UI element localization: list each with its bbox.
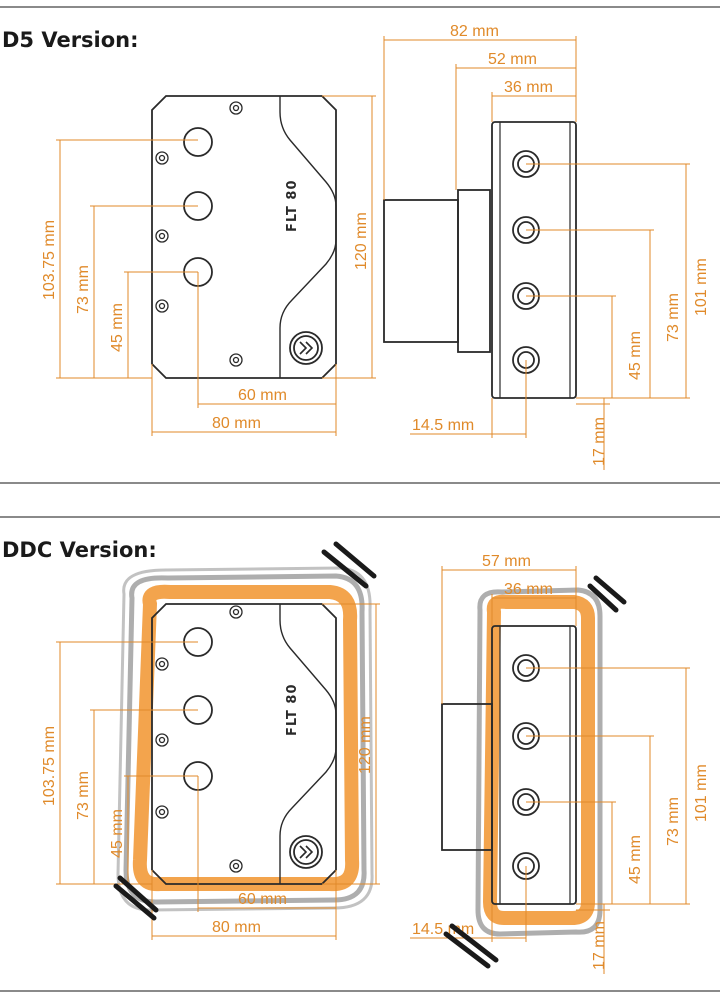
d5-dim-80: 80 mm — [212, 415, 261, 432]
ddc-dim-17: 17 mm — [591, 921, 608, 970]
middle-rule-lower — [0, 516, 720, 518]
port-icon — [183, 627, 213, 791]
d5-dim-120: 120 mm — [353, 212, 370, 270]
d5-side-view — [383, 121, 577, 399]
d5-dim-101: 101 mm — [693, 258, 710, 316]
ddc-dim-80: 80 mm — [212, 919, 261, 936]
ddc-dim-120: 120 mm — [357, 716, 374, 774]
ddc-dim-60: 60 mm — [238, 891, 287, 908]
ddc-dim-103-75: 103.75 mm — [41, 726, 58, 806]
ddc-model-label: FLT 80 — [285, 684, 300, 737]
d5-dim-36: 36 mm — [504, 79, 553, 96]
d5-front-dimension-lines — [56, 95, 376, 436]
d5-pump-flange — [457, 189, 491, 353]
ddc-dim-45: 45 mm — [109, 809, 126, 858]
d5-dim-45: 45 mm — [109, 303, 126, 352]
d5-dim-14-5: 14.5 mm — [412, 417, 474, 434]
ddc-side-highlight — [475, 587, 603, 937]
bottom-rule — [0, 990, 720, 992]
d5-front-view — [151, 95, 337, 379]
d5-front-inner-panel — [279, 96, 337, 378]
ddc-dim-57: 57 mm — [482, 553, 531, 570]
port-icon — [183, 127, 213, 287]
d5-dim-82: 82 mm — [450, 23, 499, 40]
ddc-dim-36: 36 mm — [504, 581, 553, 598]
top-rule — [0, 6, 720, 8]
d5-section-title: D5 Version: — [2, 28, 139, 52]
d5-side-body — [491, 121, 577, 399]
ddc-dim-101: 101 mm — [693, 764, 710, 822]
d5-side-dimension-lines — [383, 36, 690, 470]
ek-logo-icon — [289, 835, 323, 869]
ddc-front-view — [151, 603, 337, 885]
port-icon — [512, 150, 540, 374]
ddc-dim-73: 73 mm — [75, 771, 92, 820]
d5-dim-73-side: 73 mm — [665, 293, 682, 342]
d5-dim-103-75: 103.75 mm — [41, 220, 58, 300]
ddc-dim-45-side: 45 mm — [627, 835, 644, 884]
ek-logo-icon — [289, 331, 323, 365]
ddc-side-body — [491, 625, 577, 905]
screw-icon — [155, 101, 243, 367]
d5-pump-housing — [383, 199, 459, 343]
ddc-front-dimension-lines — [56, 603, 380, 940]
ddc-dim-73-side: 73 mm — [665, 797, 682, 846]
d5-dim-52: 52 mm — [488, 51, 537, 68]
d5-dim-45-side: 45 mm — [627, 331, 644, 380]
d5-dim-73: 73 mm — [75, 265, 92, 314]
d5-dim-17: 17 mm — [591, 417, 608, 466]
ddc-side-dimension-lines — [410, 566, 690, 974]
middle-rule-upper — [0, 482, 720, 484]
ddc-front-body — [151, 603, 337, 885]
cut-marks — [113, 541, 627, 969]
port-icon — [512, 654, 540, 880]
d5-dim-60: 60 mm — [238, 387, 287, 404]
ddc-section-title: DDC Version: — [2, 538, 157, 562]
d5-model-label: FLT 80 — [285, 180, 300, 233]
screw-icon — [155, 605, 243, 873]
